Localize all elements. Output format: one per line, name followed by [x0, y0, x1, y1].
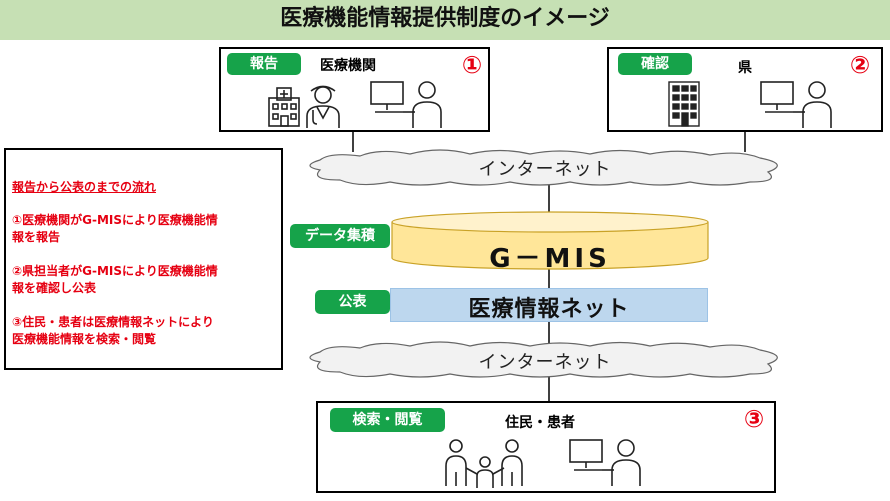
- flow-heading: 報告から公表のまでの流れ: [12, 180, 157, 194]
- flow-step2-line2: 報を確認し公表: [12, 281, 97, 295]
- title-bar: [0, 0, 890, 40]
- flow-step1-line1: ①医療機関がG-MISにより医療機能情: [12, 213, 218, 227]
- iryou-net-label: 医療情報ネット: [468, 297, 630, 322]
- step-number-2: ②: [849, 51, 871, 79]
- computer-user-icon: [569, 439, 641, 486]
- hospital-icon: [268, 87, 300, 127]
- doctor-icon: [306, 85, 340, 128]
- gmis-label: G－MIS: [489, 244, 611, 274]
- flow-step3-line2: 医療機能情報を検索・閲覧: [12, 332, 157, 346]
- flow-step1-line2: 報を報告: [12, 230, 61, 244]
- family-icon: [445, 439, 523, 488]
- report-entity-label: 医療機関: [320, 58, 376, 74]
- internet-label-bottom: インターネット: [478, 352, 612, 373]
- internet-label-top: インターネット: [478, 159, 612, 180]
- step-number-3: ③: [743, 405, 765, 433]
- step-number-1: ①: [461, 51, 483, 79]
- computer-user-icon: [370, 81, 442, 128]
- page-title: 医療機能情報提供制度のイメージ: [280, 6, 610, 31]
- report-badge: 報告: [227, 53, 301, 75]
- flow-text: 報告から公表のまでの流れ ①医療機関がG-MISにより医療機能情 報を報告 ②県…: [12, 179, 277, 348]
- data-collection-badge: データ集積: [290, 224, 390, 248]
- search-entity-label: 住民・患者: [505, 415, 575, 431]
- confirm-badge: 確認: [618, 53, 692, 75]
- building-icon: [668, 81, 700, 127]
- internet-cloud-top: [309, 149, 778, 186]
- flow-step3-line1: ③住民・患者は医療情報ネットにより: [12, 315, 214, 329]
- gmis-database: [391, 211, 709, 270]
- computer-user-icon: [760, 81, 832, 128]
- search-badge: 検索・閲覧: [330, 408, 445, 432]
- flow-step2-line1: ②県担当者がG-MISにより医療機能情: [12, 264, 218, 278]
- internet-cloud-bottom: [309, 341, 778, 378]
- iryou-net-bar: [390, 288, 708, 322]
- flow-description-box: [4, 148, 283, 370]
- publish-badge: 公表: [315, 290, 390, 314]
- confirm-entity-label: 県: [738, 60, 752, 76]
